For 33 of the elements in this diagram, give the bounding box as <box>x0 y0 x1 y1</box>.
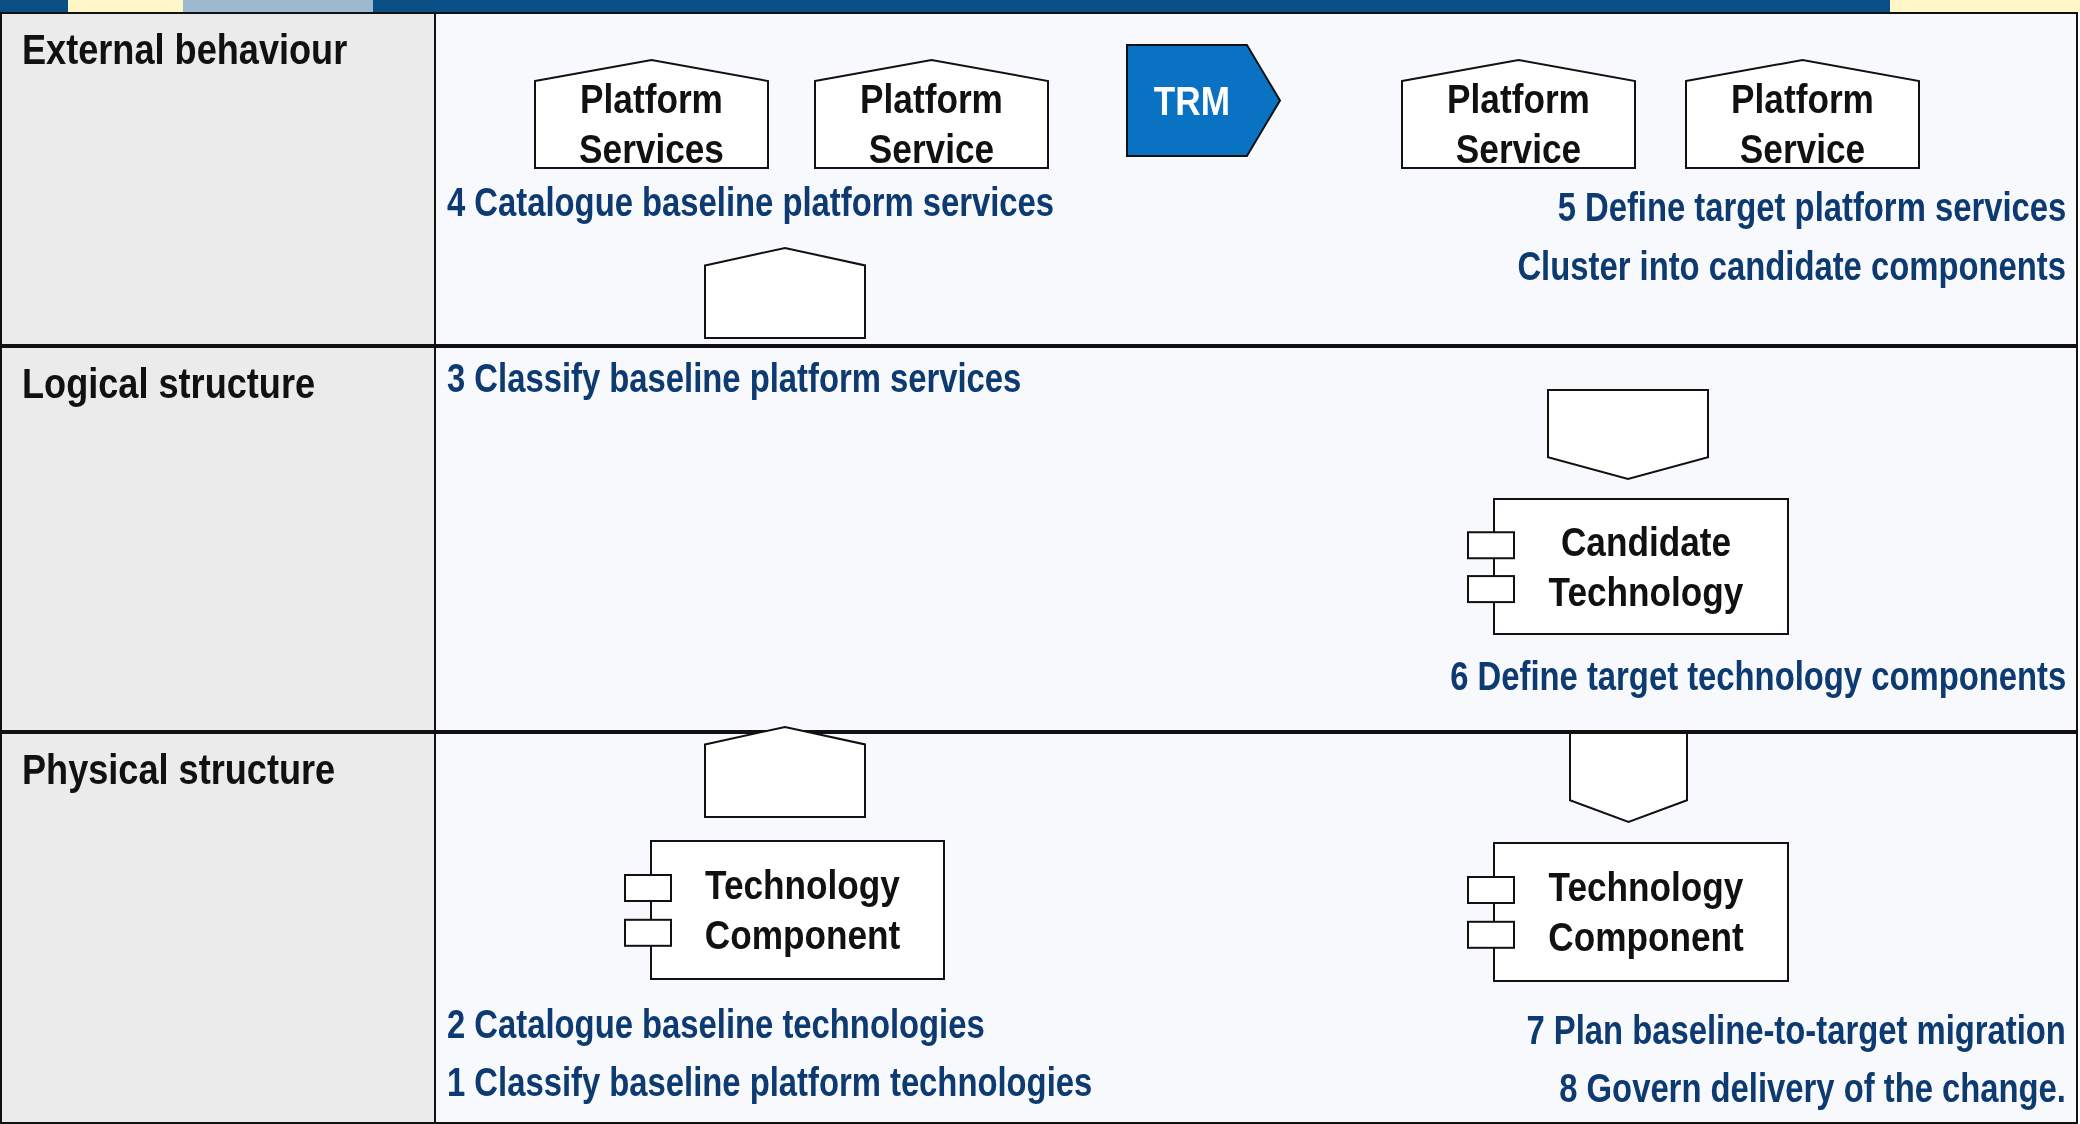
step-label: 1 Classify baseline platform technologies <box>447 1060 1093 1105</box>
swimlane-band <box>0 12 2078 346</box>
service-shape <box>1401 59 1636 169</box>
service-shape <box>1685 59 1920 169</box>
step-label: 4 Catalogue baseline platform services <box>447 180 1055 225</box>
step-label: 2 Catalogue baseline technologies <box>447 1002 985 1047</box>
step-label: 7 Plan baseline-to-target migration <box>1526 1008 2066 1053</box>
shape-label: TRM <box>1152 77 1231 125</box>
service-shape <box>704 726 866 818</box>
shape-label: Platform Services <box>578 76 725 174</box>
component-box <box>624 840 945 980</box>
lane-heading: External behaviour <box>22 26 348 74</box>
shape-label: Platform Service <box>1446 76 1591 174</box>
lane-heading: Logical structure <box>22 360 316 408</box>
service-shape <box>704 247 866 339</box>
component-box <box>1467 498 1789 635</box>
component-box <box>1467 842 1789 982</box>
shape-label: Platform Service <box>1730 76 1875 174</box>
shape-label: Candidate Technology <box>1547 518 1745 616</box>
service-shape <box>534 59 769 169</box>
shape-label: Technology Component <box>703 862 902 959</box>
step-label: 6 Define target technology components <box>1450 654 2066 699</box>
shape-label: Platform Service <box>859 76 1004 174</box>
step-label: 3 Classify baseline platform services <box>447 356 1022 401</box>
step-label: 8 Govern delivery of the change. <box>1559 1066 2066 1111</box>
swimlane-band <box>0 346 2078 732</box>
interface-shape <box>1547 389 1709 480</box>
service-shape <box>814 59 1049 169</box>
step-label: Cluster into candidate components <box>1517 244 2066 289</box>
lane-heading: Physical structure <box>22 746 336 794</box>
step-label: 5 Define target platform services <box>1557 185 2066 230</box>
shape-label: Technology Component <box>1547 864 1745 961</box>
chevron-arrow <box>1126 44 1281 157</box>
